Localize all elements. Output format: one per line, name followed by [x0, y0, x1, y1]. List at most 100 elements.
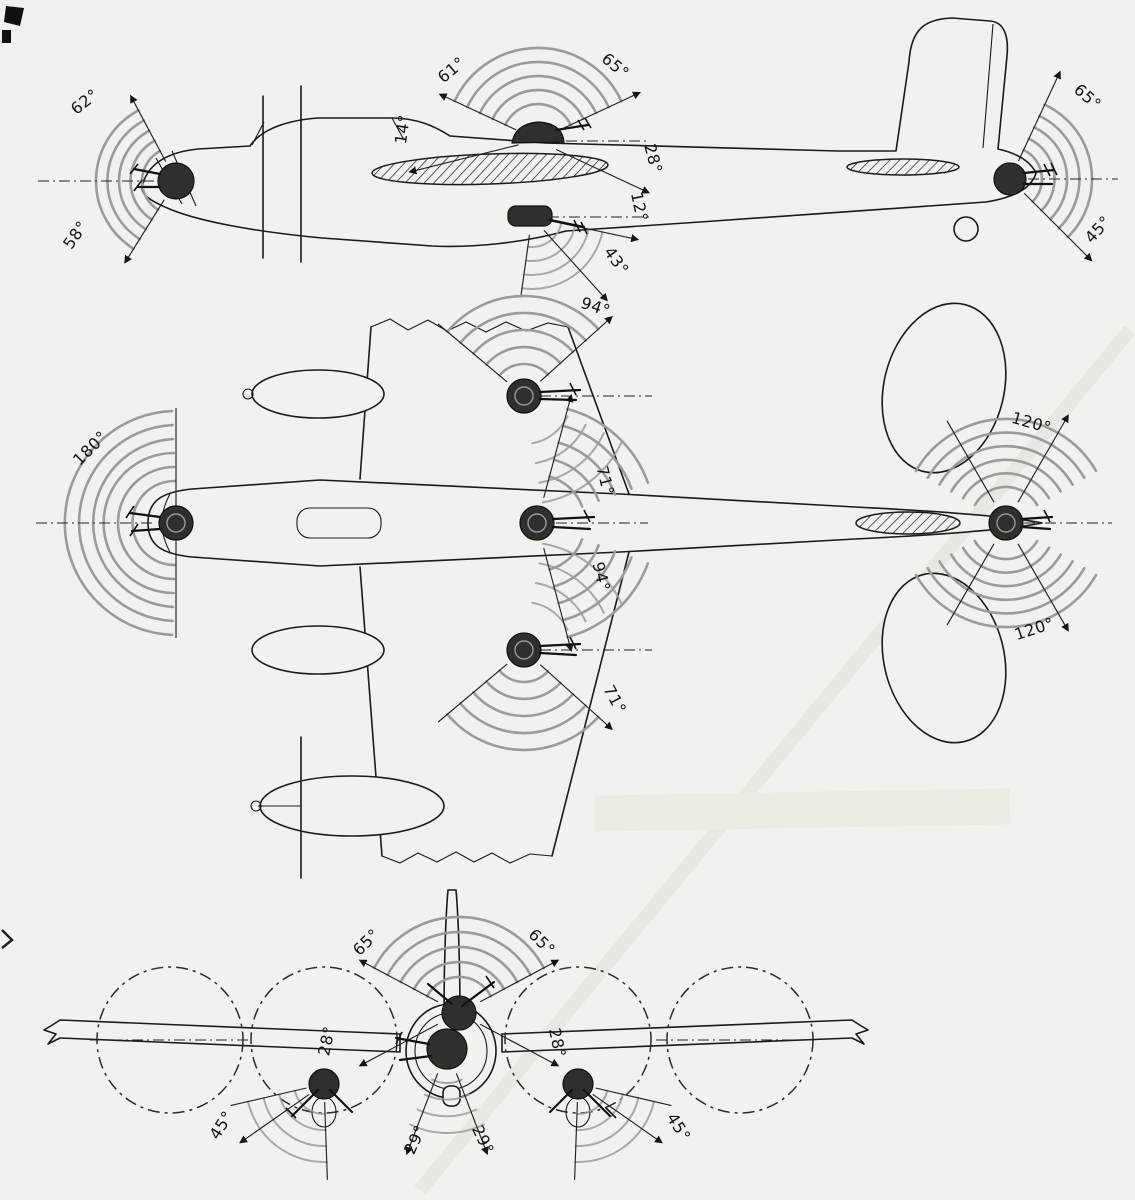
rudder-line: [982, 23, 994, 149]
fin-front: [443, 889, 461, 1011]
propeller-spinner: [250, 800, 262, 812]
side-gun-fire-arc-fan: [247, 1089, 328, 1164]
fire-limit-line: [437, 323, 508, 383]
tail-turret: [993, 162, 1027, 196]
turret-ring: [527, 513, 547, 533]
gun-muzzle-ticks: [125, 505, 139, 537]
dorsal-turret-fire-arc-fan: [548, 538, 650, 639]
wing-break-line: [381, 851, 553, 864]
front-view: 65° 65° 28° 28° 45° 29° 29° 45°: [43, 889, 869, 1180]
nose-gun-barrels: [128, 511, 162, 533]
propeller-disc: [504, 966, 652, 1114]
beam-gun-fire-arc-fan: [531, 415, 623, 504]
fire-limit-line: [1023, 192, 1093, 262]
gun-muzzle-ticks: [129, 163, 143, 192]
tailplane-half: [881, 302, 1007, 474]
beam-gun-position: [506, 632, 542, 668]
tail-wheel: [953, 216, 979, 242]
dorsal-turret: [441, 995, 477, 1031]
scan-mark: [4, 6, 24, 26]
fire-limit-line: [130, 94, 167, 162]
fin-root-section: [855, 511, 961, 535]
side-gun-fire-arc-fan: [574, 1089, 655, 1164]
wing-trailing-edge: [551, 551, 630, 857]
fire-limit-line: [543, 230, 608, 302]
wing-front-left: [43, 1019, 401, 1053]
gun-muzzle-ticks: [569, 382, 577, 396]
turret-ring: [514, 640, 534, 660]
fire-limit-line: [239, 1093, 310, 1144]
propeller-disc: [250, 966, 398, 1114]
fire-limit-line: [408, 144, 519, 175]
gun-muzzle-ticks: [573, 219, 588, 235]
tail-gun-fire-arc-fan: [914, 539, 1098, 629]
tail-gun-fire-arc-fan: [914, 417, 1098, 507]
beam-gun-fire-arc-fan: [446, 669, 600, 752]
fire-limit-line: [455, 1073, 489, 1156]
fire-limit-line: [539, 315, 613, 382]
nose-gun-fire-arc-fan: [94, 109, 162, 251]
fire-limit-line: [946, 543, 995, 626]
fire-limit-line: [574, 1101, 578, 1180]
scan-mark: [2, 30, 11, 43]
fire-limit-line: [1017, 70, 1061, 162]
gun-muzzle-ticks: [569, 636, 577, 650]
wing-break-line: [370, 318, 569, 333]
tail-turret: [988, 505, 1024, 541]
dorsal-turret-fire-arc-fan: [453, 46, 623, 127]
angle-label: 14°: [391, 113, 414, 145]
dorsal-gun-barrels: [426, 980, 496, 1008]
fuselage-plan: [147, 479, 1043, 567]
wing-front-right: [501, 1019, 869, 1053]
nose-turret: [157, 162, 195, 200]
gun-muzzle-ticks: [1043, 509, 1051, 523]
beam-gun-position: [506, 378, 542, 414]
fire-limit-line: [437, 663, 508, 723]
fire-limit-line: [559, 91, 641, 131]
scan-mark: [1, 929, 14, 949]
nose-gun-barrels: [394, 1036, 433, 1062]
fire-limit-line: [1017, 543, 1069, 632]
nose-gun-fire-arc-fan: [409, 1078, 485, 1134]
fire-limit-line: [438, 93, 517, 131]
fire-limit-line: [1017, 414, 1069, 503]
fire-limit-line: [479, 959, 560, 1003]
tailplane-half: [881, 572, 1007, 744]
gun-muzzle-ticks: [1043, 162, 1058, 177]
plan-view: 94° 180° 71° 94° 120° 120° 71°: [36, 293, 1112, 879]
side-gun-barrels: [548, 1088, 612, 1118]
side-gun-barrels: [290, 1088, 354, 1118]
nose-turret: [158, 505, 194, 541]
fire-limit-line: [230, 1087, 307, 1107]
wing-root-section: [371, 152, 609, 186]
dorsal-turret-fire-arc-fan: [548, 407, 650, 508]
dorsal-gun-barrel: [554, 123, 590, 132]
canopy-lines: [251, 117, 405, 146]
tailplane-root-section: [846, 158, 960, 176]
ventral-gun-position: [507, 205, 553, 227]
cockpit-outline: [296, 507, 382, 539]
beam-gun-fire-arc-fan: [446, 294, 600, 377]
nose-gun-barrels: [132, 167, 162, 189]
ventral-gun-barrel: [548, 218, 586, 229]
beam-gun-fire-arc-fan: [531, 542, 623, 631]
turret-ring: [514, 386, 534, 406]
turret-ring: [996, 513, 1016, 533]
propeller-spinner: [242, 388, 254, 400]
gun-muzzle-ticks: [577, 117, 592, 131]
engine-nacelle: [251, 369, 385, 419]
fire-limit-line: [595, 1087, 672, 1107]
gun-muzzle-ticks: [583, 509, 591, 523]
fire-limit-line: [124, 199, 165, 264]
gun-muzzle-ticks: [485, 975, 495, 989]
nose-turret: [426, 1028, 468, 1070]
ventral-gun-fire-arc-fan: [521, 222, 604, 290]
dorsal-turret: [519, 505, 555, 541]
tail-gun-fire-arc-fan: [1022, 103, 1094, 239]
turret-ring: [166, 513, 186, 533]
fire-limit-line: [543, 393, 574, 499]
fire-limit-line: [479, 1023, 560, 1067]
scan-ghosting: [594, 788, 1011, 832]
